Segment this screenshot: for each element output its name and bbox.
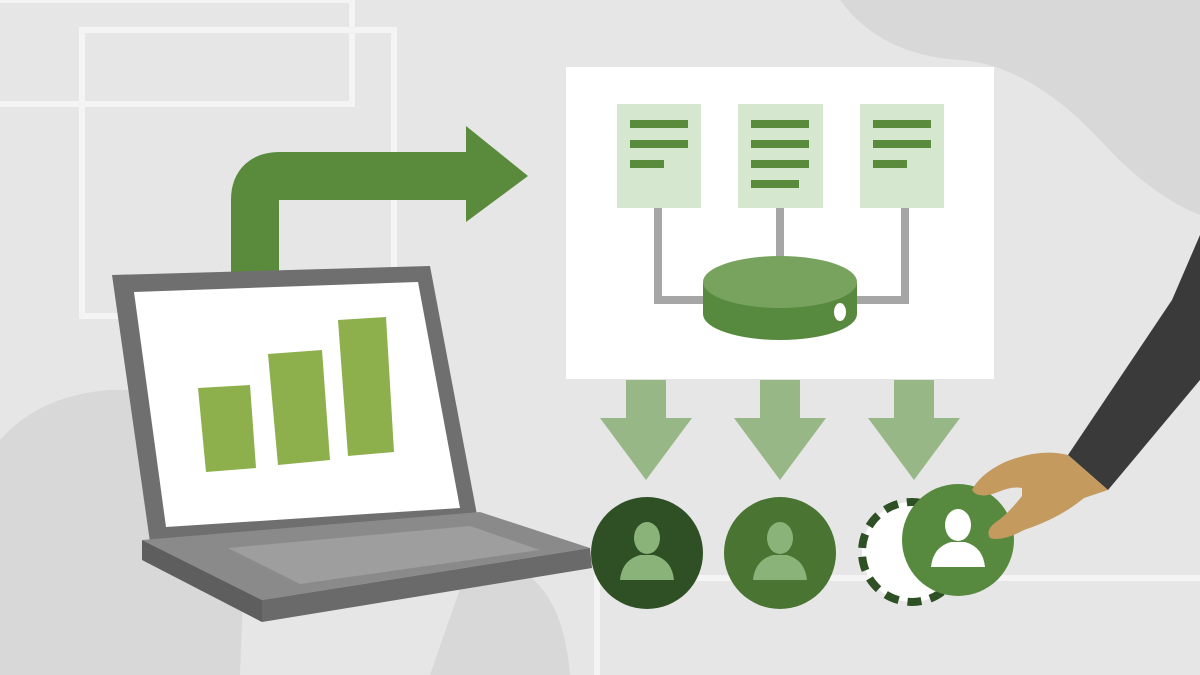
document-icon-1 <box>617 104 701 208</box>
user-icon-2 <box>753 522 807 580</box>
chart-bar-3 <box>338 317 394 456</box>
background-frame-top <box>0 0 355 107</box>
hand <box>972 452 1108 539</box>
arrow-right-icon <box>231 126 528 280</box>
server-panel <box>566 67 994 379</box>
user-avatar-3-selected <box>858 484 1014 606</box>
user-icon-3 <box>931 509 985 567</box>
hand-pointer-icon <box>972 235 1200 539</box>
user-icon-1 <box>620 522 674 580</box>
distribution-arrows <box>600 380 960 480</box>
background-blob-top-right <box>840 0 1200 215</box>
laptop-trackpad-area <box>228 526 540 584</box>
user-avatar-2 <box>724 497 836 609</box>
document-icon-2 <box>738 104 823 208</box>
sleeve <box>1068 235 1200 490</box>
arrow-down-icon-3 <box>868 380 960 480</box>
user-avatar-1 <box>591 497 703 609</box>
arrow-down-icon-1 <box>600 380 692 480</box>
laptop-base-front <box>262 548 592 622</box>
document-icon-3 <box>860 104 944 208</box>
laptop-icon <box>112 266 592 622</box>
document-connectors <box>654 208 909 304</box>
bar-chart-icon <box>198 317 394 472</box>
laptop-base-left <box>142 540 262 622</box>
chart-bar-2 <box>268 350 330 465</box>
chart-bar-1 <box>198 385 256 472</box>
arrow-down-icon-2 <box>734 380 826 480</box>
database-icon <box>703 256 857 340</box>
